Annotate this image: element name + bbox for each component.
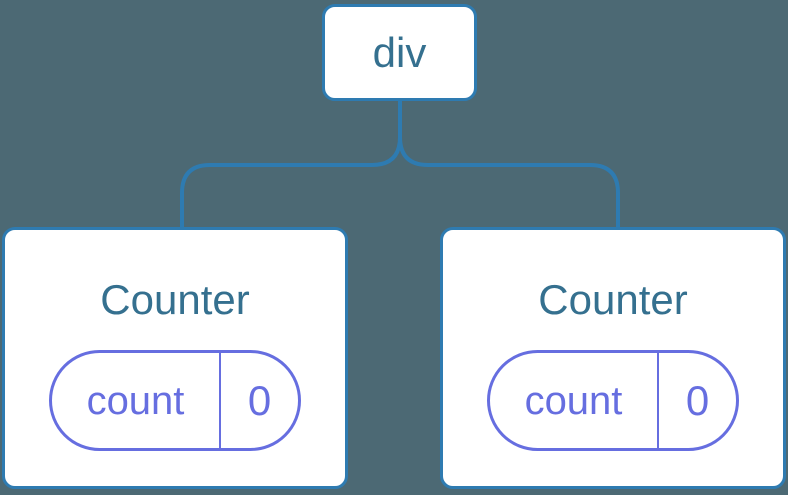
state-value-cell-left: 0 (221, 353, 298, 448)
component-name-right: Counter (538, 276, 688, 323)
counter-node-left: Counter count 0 (2, 227, 348, 489)
root-node-label: div (372, 28, 427, 76)
state-value-left: 0 (247, 376, 272, 424)
state-value-right: 0 (685, 376, 710, 424)
counter-node-right: Counter count 0 (440, 227, 786, 489)
state-value-cell-right: 0 (659, 353, 736, 448)
component-name-left: Counter (100, 276, 250, 323)
connector-left-branch (180, 100, 402, 228)
state-key-cell-left: count (52, 353, 221, 448)
state-key-left: count (86, 378, 185, 423)
connector-right-branch (398, 100, 620, 228)
state-key-right: count (524, 378, 623, 423)
root-node-div: div (322, 4, 477, 101)
state-pill-right: count 0 (487, 350, 739, 451)
state-pill-left: count 0 (49, 350, 301, 451)
state-key-cell-right: count (490, 353, 659, 448)
